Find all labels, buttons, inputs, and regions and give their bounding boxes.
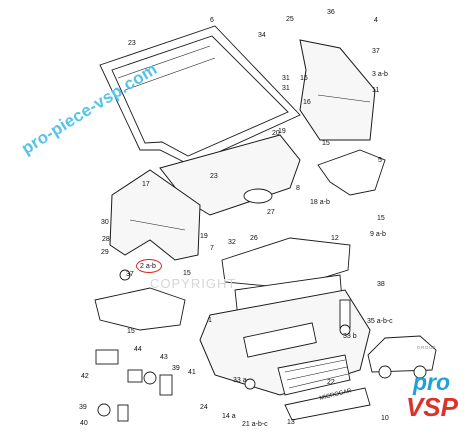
- callout-label: 34: [258, 32, 266, 39]
- callout-label: 11: [372, 87, 379, 94]
- callout-label: 8: [296, 185, 300, 192]
- callout-label: 20: [272, 130, 280, 137]
- callout-label: 17: [142, 181, 150, 188]
- callout-label: 12: [331, 235, 339, 242]
- car-inset: [367, 335, 437, 379]
- windscreen-frame: [99, 25, 301, 166]
- callout-label: 22: [327, 379, 335, 386]
- callout-label: 39: [172, 365, 180, 372]
- copyright-watermark: COPYRIGHT: [150, 276, 236, 291]
- logo-pro-text: pro: [412, 369, 450, 395]
- callout-label: 9 a-b: [370, 231, 386, 238]
- callout-label: 10: [381, 415, 389, 422]
- callout-label: 1: [208, 317, 212, 324]
- callout-label: 21 a-b-c: [242, 421, 268, 428]
- callout-label: 4: [374, 17, 378, 24]
- inner-liner-left: [94, 287, 186, 331]
- callout-label: 15: [127, 328, 135, 335]
- callout-label: 44: [134, 346, 142, 353]
- inner-liner-right: [317, 149, 386, 196]
- callout-label: 23: [210, 173, 218, 180]
- callout-label: 26: [250, 235, 258, 242]
- callout-label: 19: [278, 128, 286, 135]
- callout-label: 33 b: [343, 333, 357, 340]
- callout-label: 7: [210, 245, 214, 252]
- callout-label: 35 a-b-c: [367, 318, 393, 325]
- callout-label: 31: [282, 75, 290, 82]
- callout-label: 6: [210, 17, 214, 24]
- callout-label: 39: [79, 404, 87, 411]
- callout-label: 3 a-b: [372, 71, 388, 78]
- callout-label: 27: [267, 209, 275, 216]
- bumper-lower-plate: [284, 387, 371, 421]
- callout-label: 24: [200, 404, 208, 411]
- callout-label: 37: [126, 271, 134, 278]
- callout-label: 15: [183, 270, 191, 277]
- callout-label: 16: [303, 99, 311, 106]
- callout-label: 28: [102, 236, 110, 243]
- logo-vsp-text: VSP: [405, 392, 458, 422]
- callout-label: 37: [372, 48, 380, 55]
- callout-label: 30: [101, 219, 109, 226]
- right-fender: [299, 39, 376, 141]
- callout-label: 13: [287, 419, 295, 426]
- callout-label: 15: [377, 215, 385, 222]
- callout-label: 29: [101, 249, 109, 256]
- small-parts: [95, 269, 351, 422]
- callout-label: 33 a: [233, 377, 247, 384]
- callout-label: 23: [128, 40, 136, 47]
- callout-label: 15: [300, 75, 308, 82]
- callout-label: 25: [286, 16, 294, 23]
- lower-grille: [277, 354, 351, 396]
- callout-label: 5: [378, 157, 382, 164]
- logo-group-text: GROUP: [416, 345, 436, 350]
- callout-label: 43: [160, 354, 168, 361]
- left-fender: [109, 169, 201, 261]
- callout-label: 38: [377, 281, 385, 288]
- callout-label: 40: [80, 420, 88, 427]
- callout-label: 41: [188, 369, 196, 376]
- callout-label: 32: [228, 239, 236, 246]
- callout-label: 14 a: [222, 413, 236, 420]
- callout-label: 36: [327, 9, 335, 16]
- callout-label: 42: [81, 373, 89, 380]
- callout-label: 31: [282, 85, 290, 92]
- highlight-ring: [136, 259, 162, 273]
- callout-label: 19: [200, 233, 208, 240]
- callout-label: 15: [322, 140, 330, 147]
- callout-label: 18 a-b: [310, 199, 330, 206]
